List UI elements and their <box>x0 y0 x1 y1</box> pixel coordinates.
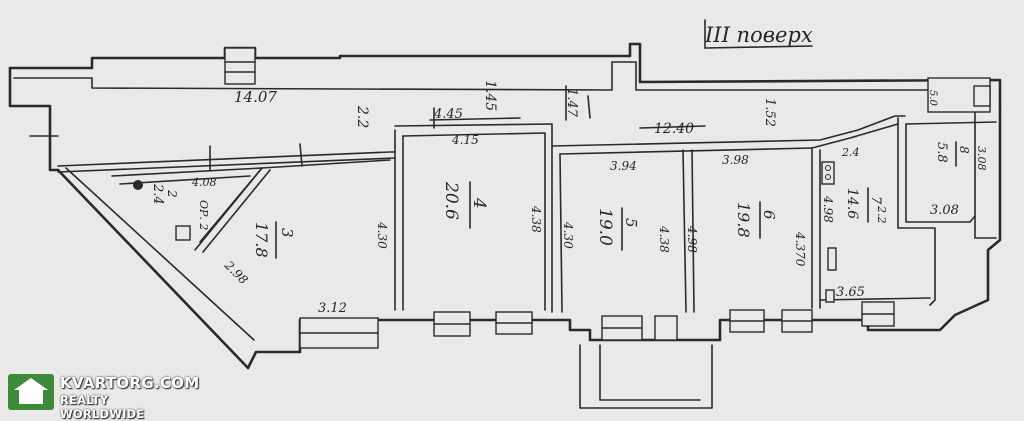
room-label-8: 8 5.8 <box>934 141 971 167</box>
room-number: 7 <box>868 196 883 205</box>
dim-height-b: 4.45 <box>433 107 463 122</box>
floor-label-group: III поверх <box>704 19 813 49</box>
room-label-3: 3 17.8 <box>252 221 296 259</box>
top-stair-box <box>224 47 256 85</box>
corridor-walls <box>57 115 906 313</box>
room-number: 2 <box>165 189 179 198</box>
dim-height-a: 1.45 <box>482 80 498 111</box>
dim-small-room-a: 4.08 <box>191 176 217 189</box>
room-number: 5 <box>622 218 640 228</box>
dim-room3-top: 3.94 <box>610 159 637 173</box>
room-area: ОР. 2 <box>197 200 210 230</box>
dim-corridor-width: 2.2 <box>354 105 370 128</box>
dim-corridor-length: 14.07 <box>234 88 277 106</box>
fixtures <box>133 161 837 303</box>
room-label-op: ОР. 2 <box>197 200 210 230</box>
watermark-title: KVARTORG.COM <box>60 374 200 392</box>
dim-room4-left: 4.98 <box>685 225 699 253</box>
dim-room6-bottom: 3.08 <box>930 203 959 218</box>
room-label-7: 7 14.6 <box>844 187 883 223</box>
dim-tiny-b: 5.0 <box>927 90 938 107</box>
dim-room5-left: 4.98 <box>821 195 835 223</box>
room-label-kl: 2.4 2 <box>150 183 179 205</box>
room-label-5: 5 19.0 <box>595 207 640 251</box>
dim-room5-right: 2.2 <box>875 205 888 224</box>
room-area: 14.6 <box>844 188 860 219</box>
room-number: 3 <box>278 228 296 238</box>
room-number: 4 <box>469 197 489 209</box>
bottom-windows <box>299 301 895 349</box>
right-rooms-walls <box>819 77 997 306</box>
watermark-subtitle: REALTY WORLDWIDE <box>60 393 145 421</box>
room-area: 5.8 <box>934 142 949 163</box>
watermark-logo: KVARTORG.COM REALTY WORLDWIDE <box>8 372 199 421</box>
dim-height-d: 1.47 <box>564 88 579 118</box>
dim-room1-height: 4.30 <box>375 221 389 249</box>
dim-room3-right: 4.38 <box>657 225 671 253</box>
dim-height-c: 4.15 <box>451 133 479 147</box>
room-area: 19.0 <box>595 208 615 246</box>
room-number: 8 <box>957 146 971 154</box>
room-label-6: 6 19.8 <box>734 201 778 239</box>
dim-tiny-a: 2.4 <box>841 146 860 159</box>
dim-room6-right: 3.08 <box>975 146 988 171</box>
room-area: 19.8 <box>734 202 753 238</box>
entrance-annex <box>579 344 713 409</box>
room-number: 6 <box>760 210 778 220</box>
floor-label: III поверх <box>704 23 813 47</box>
dim-room4-right: 4.370 <box>793 231 807 267</box>
dim-room2-left: 4.38 <box>529 205 543 233</box>
dim-room3-left: 4.30 <box>561 221 575 249</box>
dim-room4-top: 3.98 <box>722 153 749 167</box>
dim-bottom-a: 3.12 <box>318 301 347 316</box>
dimension-lines <box>29 85 706 171</box>
room-area: 20.6 <box>441 181 461 220</box>
dim-corridor-width-b: 1.52 <box>762 98 777 127</box>
dim-room5-bottom: 3.65 <box>836 285 865 300</box>
dim-total-length: 12.40 <box>654 121 694 137</box>
room-area: 17.8 <box>252 222 271 258</box>
house-icon <box>8 374 54 410</box>
room-area: 2.4 <box>150 183 165 205</box>
room-label-4: 4 20.6 <box>441 181 489 229</box>
